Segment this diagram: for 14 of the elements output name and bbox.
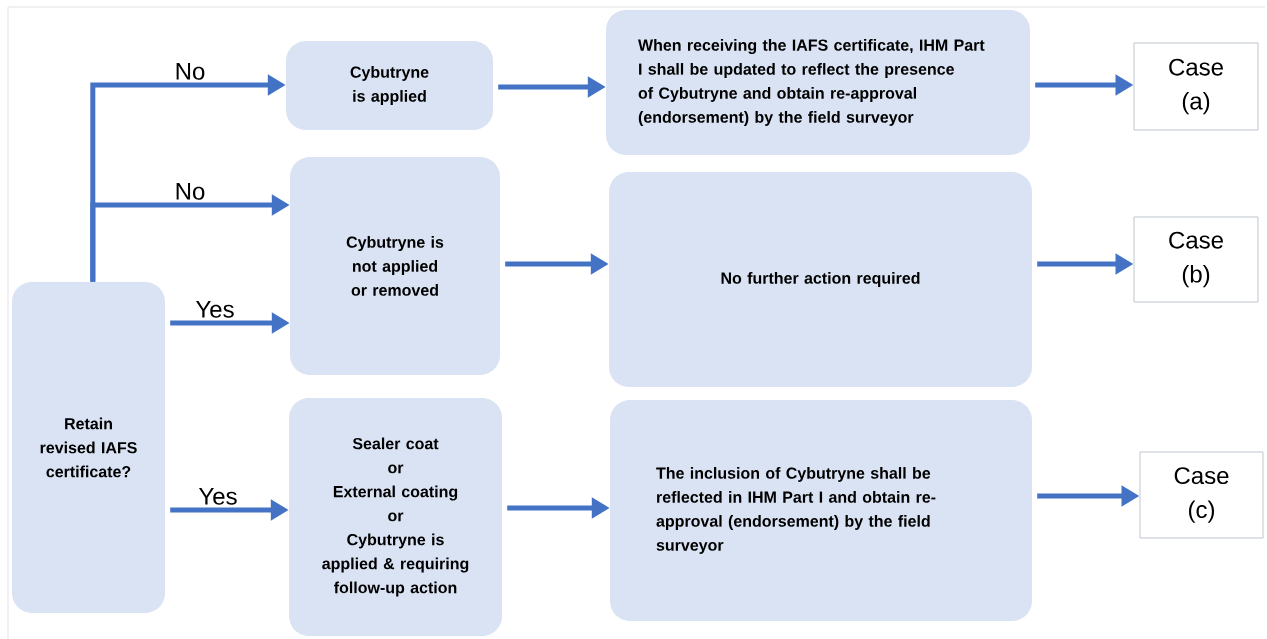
process-box: Cybutryne is not applied or removed [290, 157, 500, 375]
edge-label: No [176, 183, 205, 200]
case-box: Case (c) [1139, 451, 1264, 539]
process-box: Sealer coat or External coating or Cybutryne is applied & requiring follow-up action [289, 398, 502, 636]
process-box: Cybutryne is applied [286, 41, 493, 130]
edge-label: No [176, 63, 205, 80]
edge-label: Yes [195, 301, 234, 318]
decision-box: Retain revised IAFS certificate? [12, 282, 165, 613]
process-box: When receiving the IAFS certificate, IHM Part I shall be updated to reflect the presence of Cybutryne and obtain re-approval (endorsement) by the field surveyor [606, 10, 1030, 155]
process-box: The inclusion of Cybutryne shall be reflected in IHM Part I and obtain re-approval (endorsement) by the field surveyor [610, 400, 1032, 621]
process-box: No further action required [609, 172, 1032, 387]
edge-label: Yes [198, 488, 237, 505]
case-box: Case (a) [1133, 42, 1259, 131]
case-box: Case (b) [1133, 216, 1259, 303]
